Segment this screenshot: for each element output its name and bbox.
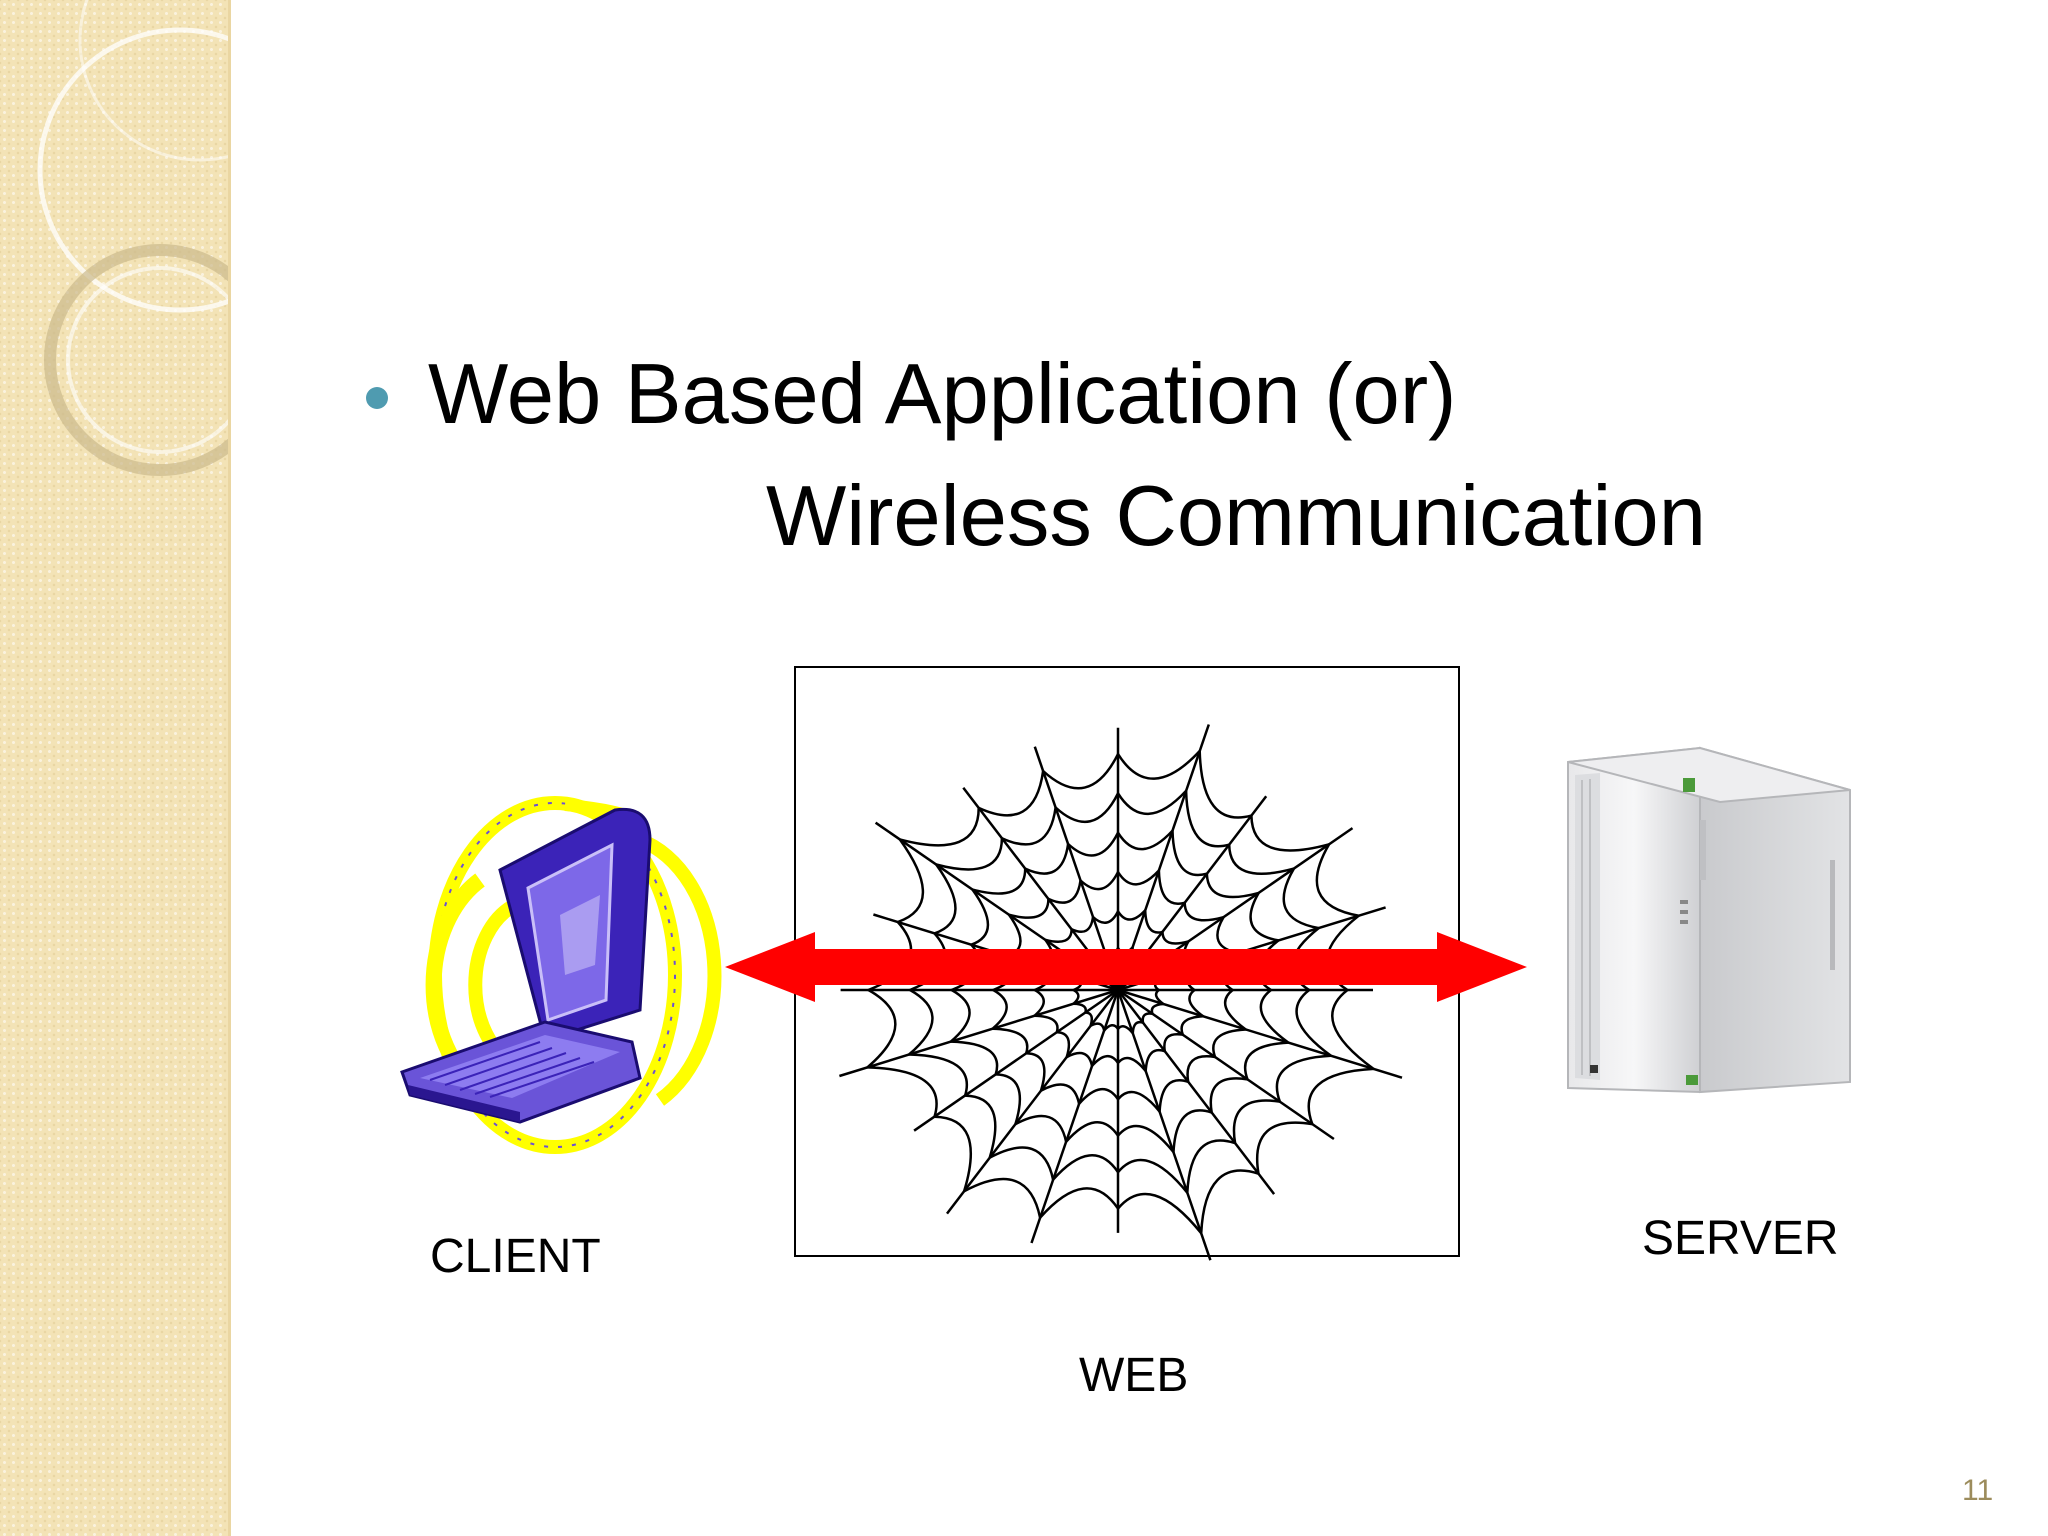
decorative-rings — [37, 0, 228, 476]
double-arrow — [725, 932, 1527, 1002]
slide-title-line-1: Web Based Application (or) — [428, 347, 1457, 442]
web-label: WEB — [1079, 1349, 1189, 1402]
tower-server-icon — [1567, 746, 1851, 1094]
server-label: SERVER — [1642, 1212, 1839, 1265]
laptop-computer-icon — [400, 796, 722, 1154]
side-decoration-panel — [0, 0, 231, 1536]
slide-title-line-2: Wireless Communication — [766, 469, 1706, 564]
bullet-dot — [366, 387, 388, 409]
page-number: 11 — [1962, 1474, 1994, 1507]
spider-web-icon — [839, 724, 1403, 1261]
client-label: CLIENT — [430, 1230, 601, 1283]
